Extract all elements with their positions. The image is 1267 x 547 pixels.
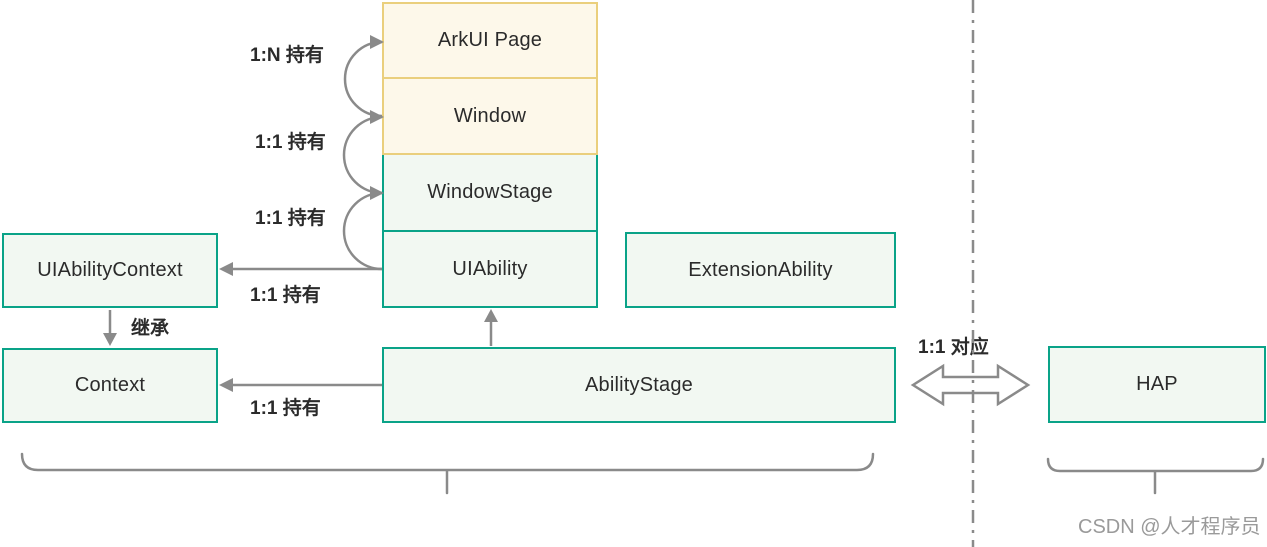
node-window: Window: [382, 77, 598, 155]
node-label: HAP: [1136, 373, 1178, 395]
arrow-abilitystage-to-uiability: [484, 309, 498, 346]
edge-label-holds-11-window: 1:1 持有: [255, 132, 326, 153]
node-ui-ability-context: UIAbilityContext: [2, 233, 218, 308]
node-label: ArkUI Page: [437, 29, 543, 51]
arrowhead-icon: [484, 309, 498, 322]
node-label: Context: [74, 374, 146, 396]
edge-label-holds-1n: 1:N 持有: [250, 45, 324, 66]
double-arrow-correspond: [910, 363, 1031, 407]
node-label: AbilityStage: [584, 373, 693, 396]
node-label: ExtensionAbility: [688, 258, 833, 281]
arrow-uiability-to-uiabilitycontext: [219, 262, 382, 276]
edge-label-correspond: 1:1 对应: [918, 337, 989, 358]
edge-label-inherit: 继承: [131, 318, 170, 339]
node-context: Context: [2, 348, 218, 423]
watermark-text: CSDN @人才程序员: [1078, 516, 1261, 538]
edge-label-holds-11-context: 1:1 持有: [250, 398, 321, 419]
arrowhead-icon: [219, 378, 233, 392]
node-ability-stage: AbilityStage: [382, 347, 896, 423]
arrow-inherit-down: [103, 310, 117, 346]
node-hap: HAP: [1048, 346, 1266, 423]
edge-label-holds-11-windowstage: 1:1 持有: [255, 208, 326, 229]
node-window-stage: WindowStage: [382, 153, 598, 232]
brace-left-group: [20, 452, 875, 495]
edge-label-holds-11-uiabilitycontext: 1:1 持有: [250, 285, 321, 306]
node-label: Window: [453, 104, 527, 127]
hold-arc-uiability-to-windowstage: [342, 186, 384, 271]
hold-arc-window-to-page: [343, 35, 384, 118]
node-ui-ability: UIAbility: [382, 230, 598, 308]
node-label: UIAbilityContext: [37, 259, 183, 281]
node-extension-ability: ExtensionAbility: [625, 232, 896, 308]
node-label: UIAbility: [452, 257, 528, 280]
arrow-abilitystage-to-context: [219, 378, 382, 392]
brace-hap-group: [1046, 457, 1265, 495]
arrowhead-icon: [103, 333, 117, 346]
node-label: WindowStage: [427, 181, 553, 203]
hold-arc-windowstage-to-window: [342, 110, 384, 195]
node-arkui-page: ArkUI Page: [382, 2, 598, 79]
arrowhead-icon: [219, 262, 233, 276]
